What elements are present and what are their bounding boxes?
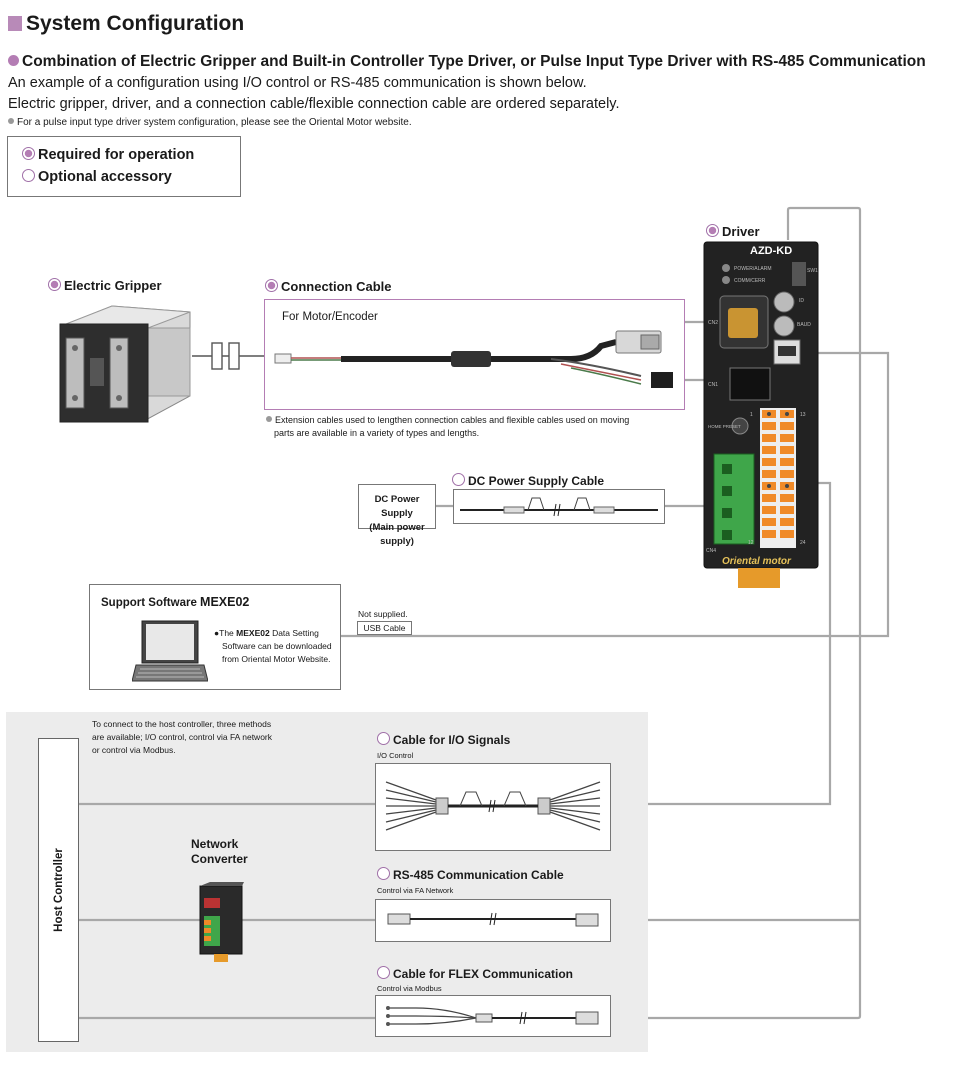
electric-gripper-image <box>59 305 191 423</box>
io-cable-box <box>375 763 611 851</box>
software-note: ●The MEXE02 Data Setting Software can be… <box>214 628 332 664</box>
optional-marker-icon <box>22 169 35 182</box>
driver-pin13-label: 13 <box>800 412 806 418</box>
required-marker-icon <box>706 224 719 237</box>
driver-pin12-label: 12 <box>748 540 754 546</box>
note-dot-icon <box>8 118 14 124</box>
driver-comm-label: COMM/CERR <box>734 278 766 284</box>
optional-marker-icon <box>377 867 390 880</box>
section-subheading: Combination of Electric Gripper and Buil… <box>8 53 926 71</box>
driver-label: Driver <box>706 224 760 239</box>
driver-sw1-label: SW1 <box>807 268 818 274</box>
flex-cable-image <box>386 1006 599 1026</box>
usb-wire <box>340 351 890 638</box>
driver-pin1-label: 1 <box>750 412 753 418</box>
io-cable-label: Cable for I/O Signals <box>377 732 510 747</box>
flex-cable-label: Cable for FLEX Communication <box>377 966 573 981</box>
rs485-cable-image <box>387 912 599 927</box>
usb-cable-box: USB Cable <box>357 621 412 635</box>
io-cable-image <box>385 781 601 831</box>
rs485-cable-sub: Control via FA Network <box>377 886 454 895</box>
gripper-label: Electric Gripper <box>48 278 162 293</box>
driver-id-label: ID <box>799 298 804 304</box>
note-dot-icon <box>266 416 272 422</box>
connection-cable-sub: For Motor/Encoder <box>282 311 378 323</box>
connection-cable-note: Extension cables used to lengthen connec… <box>266 414 629 440</box>
software-title: Support Software MEXE02 <box>101 595 250 609</box>
connection-cable-box: For Motor/Encoder <box>264 299 685 410</box>
dc-cable-image <box>460 497 658 517</box>
intro-line-2: Electric gripper, driver, and a connecti… <box>8 96 620 112</box>
io-cable-sub: I/O Control <box>377 751 414 760</box>
legend-optional: Optional accessory <box>22 169 172 185</box>
required-marker-icon <box>22 147 35 160</box>
legend-required: Required for operation <box>22 147 194 163</box>
dc-cable-box <box>453 489 665 524</box>
optional-marker-icon <box>452 473 465 486</box>
host-controller-label: Host Controller <box>52 848 65 932</box>
driver-baud-label: BAUD <box>797 322 811 328</box>
intro-note: For a pulse input type driver system con… <box>8 117 412 128</box>
rs485-cable-box <box>375 899 611 942</box>
driver-pin24-label: 24 <box>800 540 806 546</box>
flex-wire <box>610 206 862 1020</box>
flex-cable-sub: Control via Modbus <box>377 984 442 993</box>
support-software-box: Support Software MEXE02 ●The MEXE02 Data… <box>89 584 341 690</box>
connection-cable-image <box>274 330 673 388</box>
dc-power-supply-box: DC Power Supply (Main power supply) <box>358 484 436 547</box>
required-marker-icon <box>265 279 278 292</box>
driver-cn4-label: CN4 <box>706 548 716 554</box>
driver-model-text: AZD-KD <box>750 245 792 257</box>
connection-cable-label: Connection Cable <box>265 279 392 294</box>
bullet-dot-icon <box>8 55 19 66</box>
driver-power-label: POWER/ALARM <box>734 266 772 272</box>
optional-marker-icon <box>377 966 390 979</box>
not-supplied-text: Not supplied. <box>358 609 408 619</box>
required-marker-icon <box>48 278 61 291</box>
driver-home-label: HOME PRESET <box>708 424 741 429</box>
laptop-image <box>132 620 208 682</box>
dc-cable-label: DC Power Supply Cable <box>452 473 604 488</box>
optional-marker-icon <box>377 732 390 745</box>
driver-image: AZD-KD POWER/ALARM COMM/CERR SW1 ID BAUD… <box>703 241 819 588</box>
driver-cn2-label: CN2 <box>708 320 718 326</box>
title-square-icon <box>8 16 22 31</box>
host-controller-box: Host Controller <box>38 738 79 1042</box>
rs485-cable-label: RS-485 Communication Cable <box>377 867 564 882</box>
driver-cn1-label: CN1 <box>708 382 718 388</box>
network-converter-image <box>199 882 244 962</box>
host-intro: To connect to the host controller, three… <box>92 719 273 755</box>
flex-cable-box <box>375 995 611 1037</box>
network-converter-label: Network Converter <box>191 837 248 866</box>
page-title: System Configuration <box>8 12 244 36</box>
intro-line-1: An example of a configuration using I/O … <box>8 75 587 91</box>
driver-brand-text: Oriental motor <box>722 556 792 567</box>
legend-box: Required for operation Optional accessor… <box>7 136 241 197</box>
